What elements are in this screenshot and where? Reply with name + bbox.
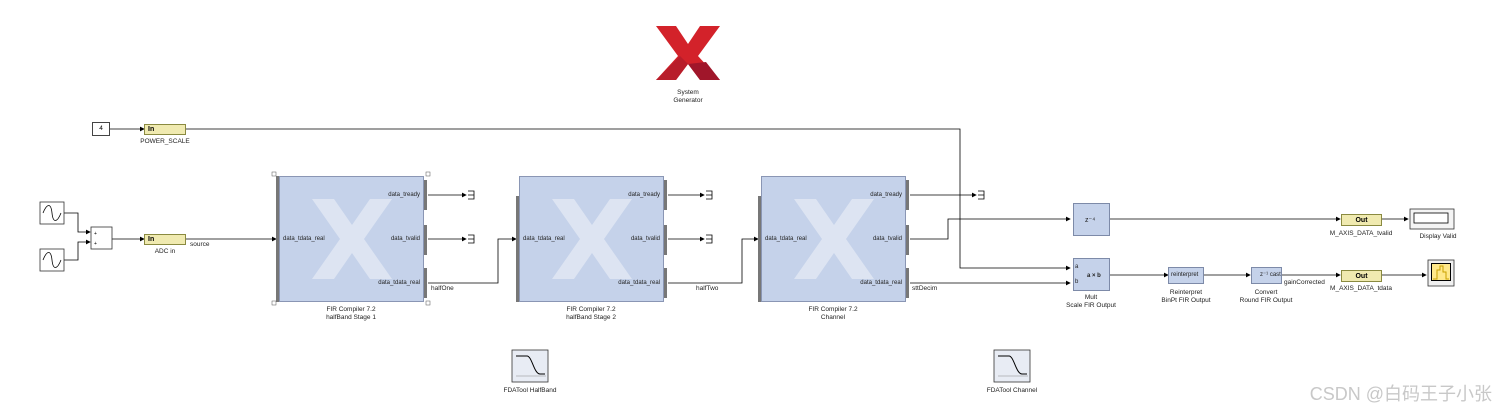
svg-text:+: +: [94, 241, 97, 247]
delay-text: z⁻⁴: [1085, 217, 1096, 224]
fir3-decoration: [758, 180, 909, 302]
mult-block[interactable]: a b a × b: [1073, 258, 1110, 291]
convert-name2: Round FIR Output: [1239, 297, 1293, 304]
source-signal-label: source: [190, 241, 210, 248]
out-data-port[interactable]: Out: [1341, 270, 1382, 282]
xilinx-watermark-icon: [794, 199, 874, 279]
fir2-name: halfBand Stage 2: [566, 314, 616, 321]
convert-cast-icon: z⁻¹ cast: [1260, 272, 1281, 278]
xilinx-logo: [656, 26, 720, 80]
fir-compiler-stage1[interactable]: data_tdata_real data_tready data_tvalid …: [279, 176, 424, 302]
reinterpret-text: reinterpret: [1171, 272, 1199, 278]
display-valid-icon[interactable]: [1409, 208, 1455, 230]
xilinx-watermark-icon: [552, 199, 632, 279]
sttdecim-signal-label: sttDecim: [912, 285, 938, 292]
display-valid-label: Display Valid: [1419, 233, 1457, 240]
fir3-name: Channel: [820, 314, 846, 321]
out-valid-label: M_AXIS_DATA_tvalid: [1329, 230, 1393, 237]
xilinx-watermark-icon: [312, 199, 392, 279]
svg-text:+: +: [94, 231, 97, 237]
fir1-decoration: [271, 171, 431, 306]
convert-block[interactable]: z⁻¹ cast: [1251, 267, 1282, 284]
wires: [64, 126, 1427, 286]
fir1-title: FIR Compiler 7.2: [326, 306, 376, 313]
fir2-valid-port: data_tvalid: [630, 236, 660, 242]
fir3-title: FIR Compiler 7.2: [808, 306, 858, 313]
reinterpret-block[interactable]: reinterpret: [1168, 267, 1204, 284]
power-scale-in-port[interactable]: In: [144, 124, 186, 135]
delay-block[interactable]: z⁻⁴: [1073, 203, 1110, 236]
fir1-name: halfBand Stage 1: [326, 314, 376, 321]
fdatool-halfband-label: FDATool HalfBand: [503, 387, 557, 394]
halfone-signal-label: halfOne: [431, 285, 454, 292]
fir2-decoration: [516, 180, 667, 302]
mult-op: a × b: [1087, 273, 1101, 279]
reinterpret-name2: BinPt FIR Output: [1161, 297, 1211, 304]
power-scale-label: POWER_SCALE: [140, 138, 190, 145]
mult-name2: Scale FIR Output: [1066, 302, 1116, 309]
fir1-out-port: data_tdata_real: [378, 280, 420, 286]
fdatool-halfband-icon[interactable]: [511, 349, 549, 383]
fir1-ready-port: data_tready: [388, 192, 420, 198]
mult-port-b: b: [1075, 279, 1079, 285]
csdn-watermark: CSDN @白码王子小张: [1309, 384, 1492, 404]
constant-block[interactable]: 4: [92, 122, 110, 136]
fir2-title: FIR Compiler 7.2: [566, 306, 616, 313]
mult-port-a: a: [1075, 264, 1079, 270]
fir2-ready-port: data_tready: [628, 192, 660, 198]
fir-compiler-stage2[interactable]: data_tdata_real data_tready data_tvalid …: [519, 176, 664, 302]
fdatool-channel-label: FDATool Channel: [986, 387, 1038, 394]
fir3-ready-port: data_tready: [870, 192, 902, 198]
fir3-out-port: data_tdata_real: [860, 280, 902, 286]
sine-source-1[interactable]: [39, 201, 65, 225]
gaincorrected-signal-label: gainCorrected: [1284, 279, 1325, 286]
fir3-valid-port: data_tvalid: [872, 236, 902, 242]
fdatool-channel-icon[interactable]: [993, 349, 1031, 383]
sine-source-2[interactable]: [39, 248, 65, 272]
fir2-in-port: data_tdata_real: [523, 236, 565, 242]
terminator-icons: [468, 190, 985, 244]
add-block[interactable]: + +: [90, 226, 113, 250]
out-valid-port[interactable]: Out: [1341, 214, 1382, 226]
adc-in-port[interactable]: In: [144, 234, 186, 245]
fir3-in-port: data_tdata_real: [765, 236, 807, 242]
fir-compiler-channel[interactable]: data_tdata_real data_tready data_tvalid …: [761, 176, 906, 302]
mult-name1: Mult: [1084, 294, 1098, 301]
fir1-valid-port: data_tvalid: [390, 236, 420, 242]
logo-line1: System: [677, 89, 699, 96]
reinterpret-name1: Reinterpret: [1169, 289, 1203, 296]
logo-line2: Generator: [673, 97, 703, 104]
fir1-in-port: data_tdata_real: [283, 236, 325, 242]
fir2-out-port: data_tdata_real: [618, 280, 660, 286]
out-data-label: M_AXIS_DATA_tdata: [1330, 285, 1392, 292]
scope-icon[interactable]: [1427, 259, 1455, 287]
convert-name1: Convert: [1254, 289, 1278, 296]
adc-in-label: ADC in: [154, 248, 176, 255]
halftwo-signal-label: halfTwo: [696, 285, 719, 292]
